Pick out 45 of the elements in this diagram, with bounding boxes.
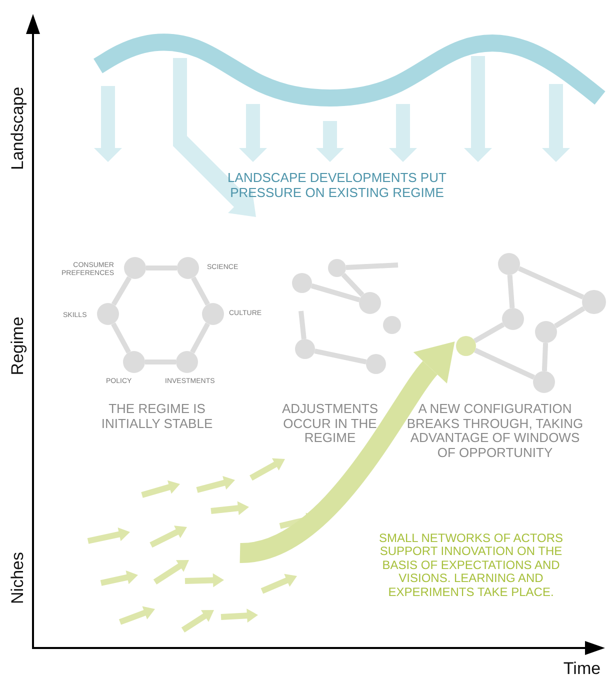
- network-link: [473, 322, 505, 344]
- actor-node: [177, 257, 199, 279]
- network-link: [314, 348, 367, 364]
- annotation-text: LANDSCAPE DEVELOPMENTS PUT PRESSURE ON EXISTING REGIME: [226, 171, 448, 200]
- network-link: [111, 322, 131, 354]
- network-link: [310, 283, 360, 302]
- axis-label: Time: [562, 659, 602, 679]
- annotation-text: A NEW CONFIGURATION BREAKS THROUGH, TAKING ADVANTAGE OF WINDOWS OF OPPORTUNITY: [406, 402, 584, 460]
- actor-node: [502, 308, 524, 330]
- network-link: [190, 322, 210, 354]
- actor-node: [366, 354, 386, 374]
- network-link: [518, 266, 584, 300]
- actor-node: [97, 303, 119, 325]
- actor-node: [176, 351, 198, 373]
- actor-node: [582, 290, 606, 314]
- axis-label: Landscape: [8, 90, 28, 170]
- actor-node: [498, 253, 520, 275]
- axis-label: Niches: [8, 551, 28, 606]
- actor-node: [292, 273, 312, 293]
- network-link: [507, 274, 515, 308]
- annotation-text: SMALL NETWORKS OF ACTORS SUPPORT INNOVATION ON THE BASIS OF EXPECTATIONS AND VISIONS. LEARNING AND EXPERIMENTS TAKE PLACE.: [378, 532, 564, 600]
- actor-node: [202, 303, 224, 325]
- network-link: [145, 360, 176, 364]
- network-link: [542, 342, 548, 372]
- network-link: [554, 306, 586, 328]
- network-link: [146, 266, 177, 270]
- actor-node: [456, 336, 476, 356]
- actor-node: [123, 351, 145, 373]
- actor-node: [383, 316, 401, 334]
- actor-node: [359, 292, 381, 314]
- network-link: [341, 272, 364, 297]
- network-link: [111, 276, 132, 306]
- axis-label: Regime: [8, 316, 28, 378]
- network-link: [346, 262, 398, 270]
- actor-node: [535, 321, 557, 343]
- curved-arrow: [238, 340, 453, 563]
- actor-node: [124, 257, 146, 279]
- actor-node: [533, 371, 555, 393]
- network-link: [474, 348, 536, 380]
- network-link: [191, 276, 210, 306]
- annotation-text: THE REGIME IS INITIALLY STABLE: [100, 402, 214, 432]
- annotation-text: ADJUSTMENTS OCCUR IN THE REGIME: [280, 402, 380, 446]
- actor-node: [295, 339, 315, 359]
- network-link: [298, 310, 306, 340]
- actor-node: [328, 259, 346, 277]
